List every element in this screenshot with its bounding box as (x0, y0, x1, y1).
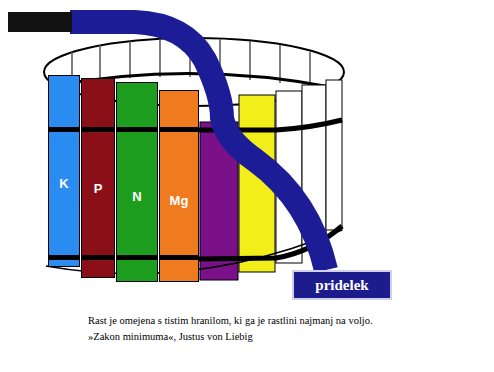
nutrient-label: K (59, 176, 68, 191)
caption: Rast je omejena s tistim hranilom, ki ga… (88, 314, 373, 327)
stave (326, 80, 342, 230)
nutrient-label: Mg (170, 193, 189, 208)
yield-label: pridelek (315, 276, 368, 294)
nutrient-label: N (132, 189, 141, 204)
quote-attribution: »Zakon minimuma«, Justus von Liebig (88, 330, 253, 343)
nutrient-stave: Mg (159, 90, 199, 282)
nutrient-stave: N (116, 82, 158, 282)
pipe-nozzle (8, 12, 72, 32)
yield-box: pridelek (292, 270, 392, 300)
nutrient-label: P (94, 181, 103, 196)
nutrient-stave: K (48, 75, 80, 267)
nutrient-stave: P (81, 78, 115, 278)
